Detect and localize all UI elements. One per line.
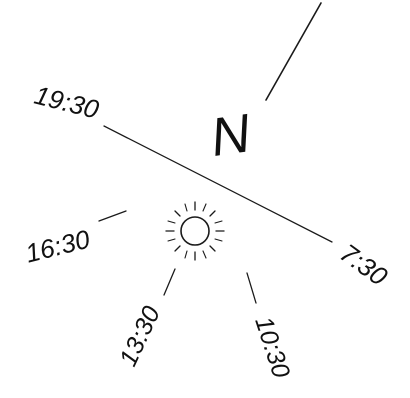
sun-ray: [184, 203, 188, 212]
sunrise-sunset-line: [103, 125, 333, 243]
sun-ray: [174, 210, 181, 217]
sun-ray: [174, 245, 181, 252]
time-label-1630: 16:30: [22, 224, 93, 269]
sun-ray: [209, 210, 216, 217]
time-label-1030: 10:30: [249, 313, 295, 381]
north-label: N: [207, 103, 255, 168]
sun-disc: [180, 216, 210, 246]
sun-ray: [184, 250, 188, 259]
tick-1030: [246, 272, 257, 304]
time-label-1330: 13:30: [114, 302, 166, 371]
sun-ray: [209, 245, 216, 252]
sun-icon: [165, 201, 225, 261]
sun-ray: [202, 250, 207, 259]
sun-ray: [167, 220, 176, 224]
tick-1630: [98, 210, 127, 222]
sun-ray: [214, 238, 223, 242]
north-line: [265, 2, 322, 101]
time-label-1930: 19:30: [31, 80, 102, 125]
sun-ray: [167, 238, 176, 242]
time-label-0730: 7:30: [334, 238, 393, 292]
sun-ray: [202, 203, 207, 212]
sun-ray: [214, 220, 223, 224]
tick-1330: [163, 268, 176, 296]
